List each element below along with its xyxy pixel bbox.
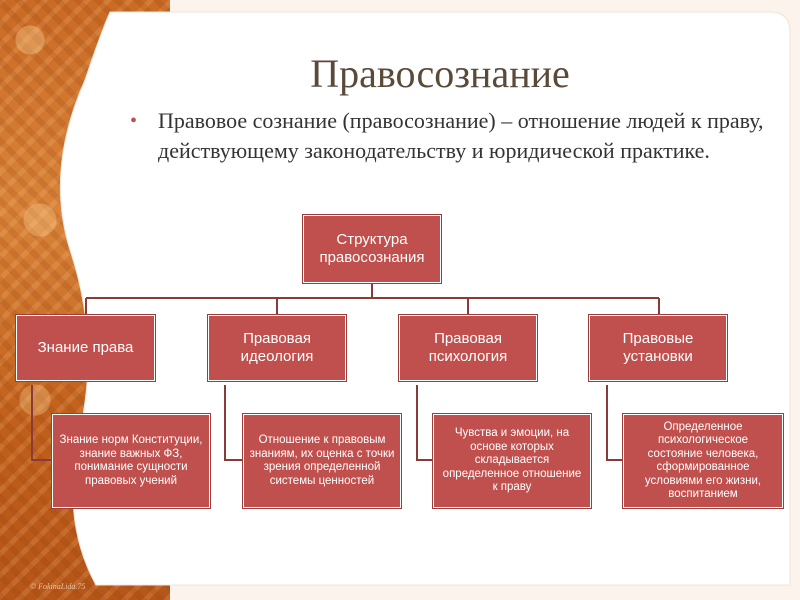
bullet-dot-icon: • <box>130 110 138 132</box>
root-node: Структура правосознания <box>303 215 441 283</box>
detail-node-text: Знание норм Конституции, знание важных Ф… <box>59 434 203 487</box>
root-node-label: Структура правосознания <box>319 231 425 266</box>
watermark-credit: © FokinaLida.75 <box>30 582 86 591</box>
detail-node: Отношение к правовым знаниям, их оценка … <box>243 414 401 508</box>
detail-node: Определенное психологическое состояние ч… <box>623 414 783 508</box>
detail-node-text: Определенное психологическое состояние ч… <box>644 420 762 501</box>
branch-node-label: Правовые установки <box>622 330 694 365</box>
page-title: Правосознание <box>310 51 570 96</box>
branch-node: Правовая идеология <box>208 315 346 381</box>
detail-node: Чувства и эмоции, на основе которых скла… <box>433 414 591 508</box>
branch-node-label: Знание права <box>37 339 134 356</box>
branch-node: Правовые установки <box>589 315 727 381</box>
branch-node-label: Правовая психология <box>428 330 508 365</box>
branch-node: Знание права <box>16 315 155 381</box>
detail-node: Знание норм Конституции, знание важных Ф… <box>52 414 210 508</box>
detail-node-text: Чувства и эмоции, на основе которых скла… <box>442 427 582 494</box>
definition-bullet: • Правовое сознание (правосознание) – от… <box>130 106 770 166</box>
branch-node: Правовая психология <box>399 315 537 381</box>
detail-node-text: Отношение к правовым знаниям, их оценка … <box>249 434 395 487</box>
definition-text: Правовое сознание (правосознание) – отно… <box>158 108 764 163</box>
branch-node-label: Правовая идеология <box>240 330 314 365</box>
